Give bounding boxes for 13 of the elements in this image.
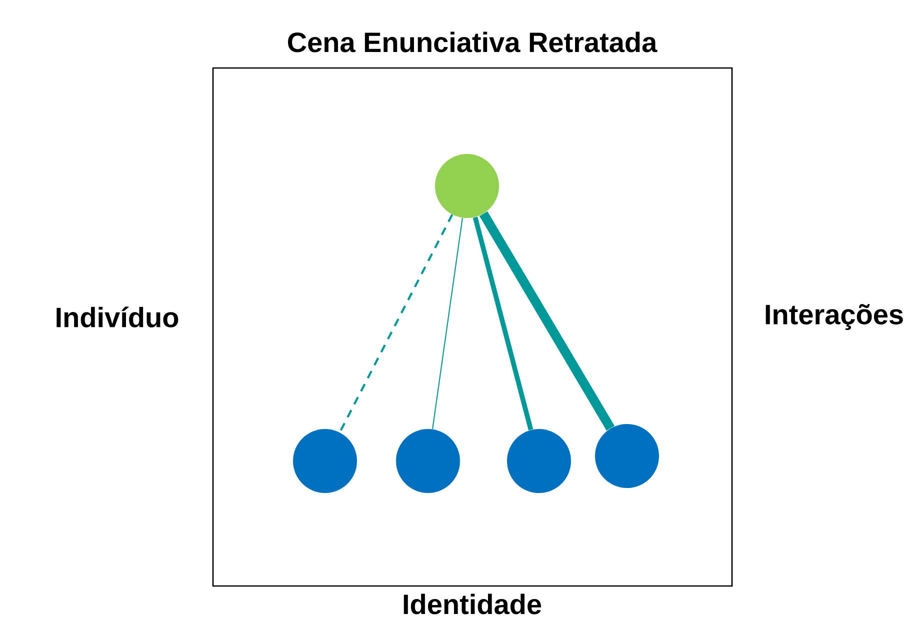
title: Cena Enunciativa Retratada — [288, 32, 658, 52]
axis-label: Indivíduo — [56, 306, 178, 328]
circle — [507, 429, 571, 493]
circle — [396, 429, 460, 493]
connector-line — [472, 216, 534, 430]
connector-line — [479, 211, 615, 431]
circle — [435, 154, 499, 218]
circle — [595, 424, 659, 488]
axis-label: Interações — [766, 304, 903, 330]
axis-label: Identidade — [404, 594, 542, 614]
connector-line — [338, 214, 454, 433]
circle — [293, 429, 357, 493]
connector-line — [432, 218, 463, 430]
